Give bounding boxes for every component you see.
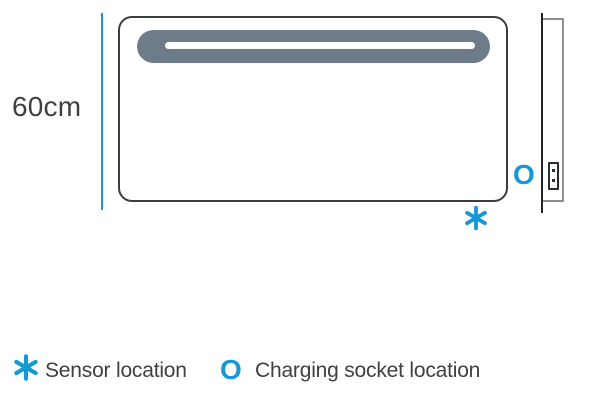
dimension-line (101, 13, 103, 210)
legend-charging-label: Charging socket location (255, 359, 481, 382)
dimension-label: 60cm (12, 91, 82, 122)
sensor-location-marker asterisk-icon (465, 206, 487, 230)
legend-sensor-label: Sensor location (45, 359, 187, 382)
side-view-body (543, 18, 564, 202)
socket-pin-top (552, 169, 555, 172)
letter-o-icon: O (220, 354, 242, 385)
led-light-strip-highlight (165, 42, 475, 49)
socket-pin-bottom (552, 179, 555, 182)
charging-socket-marker: O (513, 159, 535, 190)
charging-socket-detail (548, 162, 559, 190)
asterisk-icon (14, 354, 38, 381)
side-view-glass-line (541, 13, 543, 213)
